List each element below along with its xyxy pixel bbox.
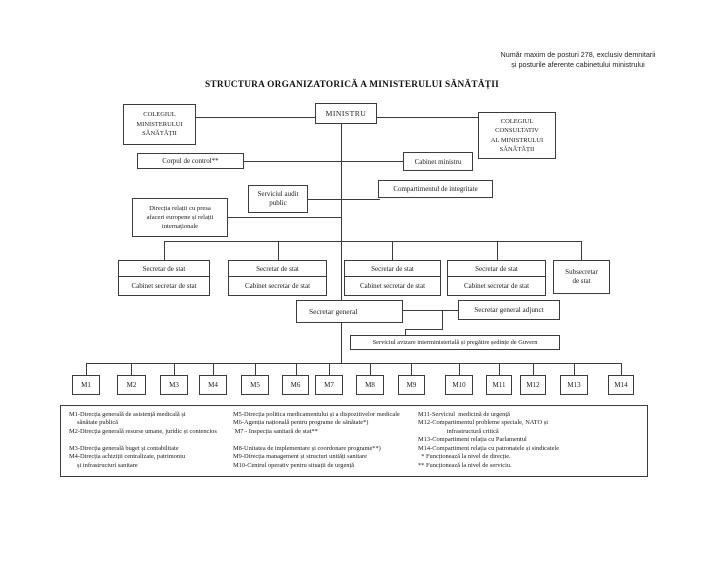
legend-column-3: M11-Serviciul medicină de urgență M12-Co… <box>418 411 560 469</box>
secretar-de-stat-label: Secretar de stat <box>448 261 545 277</box>
connector-line <box>329 363 330 375</box>
secretar-de-stat-label: Secretar de stat <box>229 261 326 277</box>
connector-line <box>255 363 256 375</box>
connector-line <box>341 323 342 363</box>
box-m14: M14 <box>608 375 634 395</box>
box-m10: M10 <box>445 375 473 395</box>
box-secretar-de-stat-4: Secretar de stat Cabinet secretar de sta… <box>447 260 546 296</box>
connector-line <box>86 363 621 364</box>
connector-line <box>403 310 458 311</box>
connector-line <box>296 363 297 375</box>
connector-line <box>377 117 478 118</box>
connector-line <box>499 363 500 375</box>
box-subsecretar-de-stat: Subsecretar de stat <box>553 260 610 294</box>
connector-line <box>308 199 380 200</box>
connector-line <box>213 363 214 375</box>
cabinet-secretar-label: Cabinet secretar de stat <box>244 282 311 290</box>
box-m9: M9 <box>398 375 425 395</box>
box-m7: M7 <box>315 375 343 395</box>
box-serviciul-avizare: Serviciul avizare interministerială și p… <box>350 335 560 350</box>
connector-line <box>497 241 498 260</box>
connector-line <box>174 363 175 375</box>
box-serviciul-audit-public: Serviciul audit public <box>248 185 308 213</box>
legend-column-2: M5-Direcția politica medicamentului și a… <box>233 411 400 469</box>
box-m4: M4 <box>199 375 227 395</box>
box-m11: M11 <box>486 375 512 395</box>
connector-line <box>442 310 443 329</box>
connector-line <box>533 363 534 375</box>
connector-line <box>405 329 406 335</box>
secretar-de-stat-label: Secretar de stat <box>345 261 440 277</box>
connector-line <box>196 117 315 118</box>
connector-line <box>86 363 87 375</box>
box-secretar-de-stat-3: Secretar de stat Cabinet secretar de sta… <box>344 260 441 296</box>
box-secretar-general-adjunct: Secretar general adjunct <box>458 300 560 320</box>
connector-line <box>228 217 341 218</box>
cabinet-secretar-label: Cabinet secretar de stat <box>463 282 530 290</box>
box-secretar-de-stat-1: Secretar de stat Cabinet secretar de sta… <box>118 260 210 296</box>
legend-box: M1-Direcția generală de asistență medica… <box>60 405 648 477</box>
connector-line <box>574 363 575 375</box>
connector-line <box>244 161 403 162</box>
box-m6: M6 <box>282 375 309 395</box>
box-corpul-de-control: Corpul de control** <box>137 153 244 169</box>
connector-line <box>278 241 279 260</box>
connector-line <box>621 363 622 375</box>
connector-line <box>411 363 412 375</box>
connector-line <box>341 124 342 300</box>
page-title: STRUCTURA ORGANIZATORICĂ A MINISTERULUI … <box>205 80 499 90</box>
connector-line <box>164 241 165 260</box>
connector-line <box>131 363 132 375</box>
box-m8: M8 <box>356 375 384 395</box>
box-m13: M13 <box>560 375 588 395</box>
box-colegiul-ministerului: COLEGIUL MINISTERULUI SĂNĂTĂȚII <box>123 104 196 145</box>
box-m12: M12 <box>520 375 546 395</box>
cabinet-secretar-label: Cabinet secretar de stat <box>131 282 197 290</box>
secretar-de-stat-label: Secretar de stat <box>119 261 209 277</box>
max-posts-note: Număr maxim de posturi 278, exclusiv dem… <box>500 50 656 70</box>
cabinet-secretar-label: Cabinet secretar de stat <box>359 282 426 290</box>
box-cabinet-ministru: Cabinet ministru <box>403 152 473 171</box>
connector-line <box>392 241 393 260</box>
box-directia-relatii-presa: Direcția relații cu presa afaceri europe… <box>132 198 228 237</box>
box-compartimentul-integritate: Compartimentul de integritate <box>378 180 493 198</box>
box-m3: M3 <box>160 375 188 395</box>
legend-column-1: M1-Direcția generală de asistență medica… <box>69 411 217 469</box>
connector-line <box>164 241 581 242</box>
connector-line <box>370 363 371 375</box>
box-secretar-general: Secretar general <box>296 300 403 323</box>
connector-line <box>581 241 582 260</box>
box-m2: M2 <box>117 375 146 395</box>
box-m1: M1 <box>72 375 100 395</box>
connector-line <box>405 329 443 330</box>
box-secretar-de-stat-2: Secretar de stat Cabinet secretar de sta… <box>228 260 327 296</box>
box-colegiul-consultativ: COLEGIUL CONSULTATIV AL MINISTRULUI SĂNĂ… <box>478 112 556 159</box>
box-ministru: MINISTRU <box>315 103 377 124</box>
connector-line <box>459 363 460 375</box>
box-m5: M5 <box>241 375 269 395</box>
